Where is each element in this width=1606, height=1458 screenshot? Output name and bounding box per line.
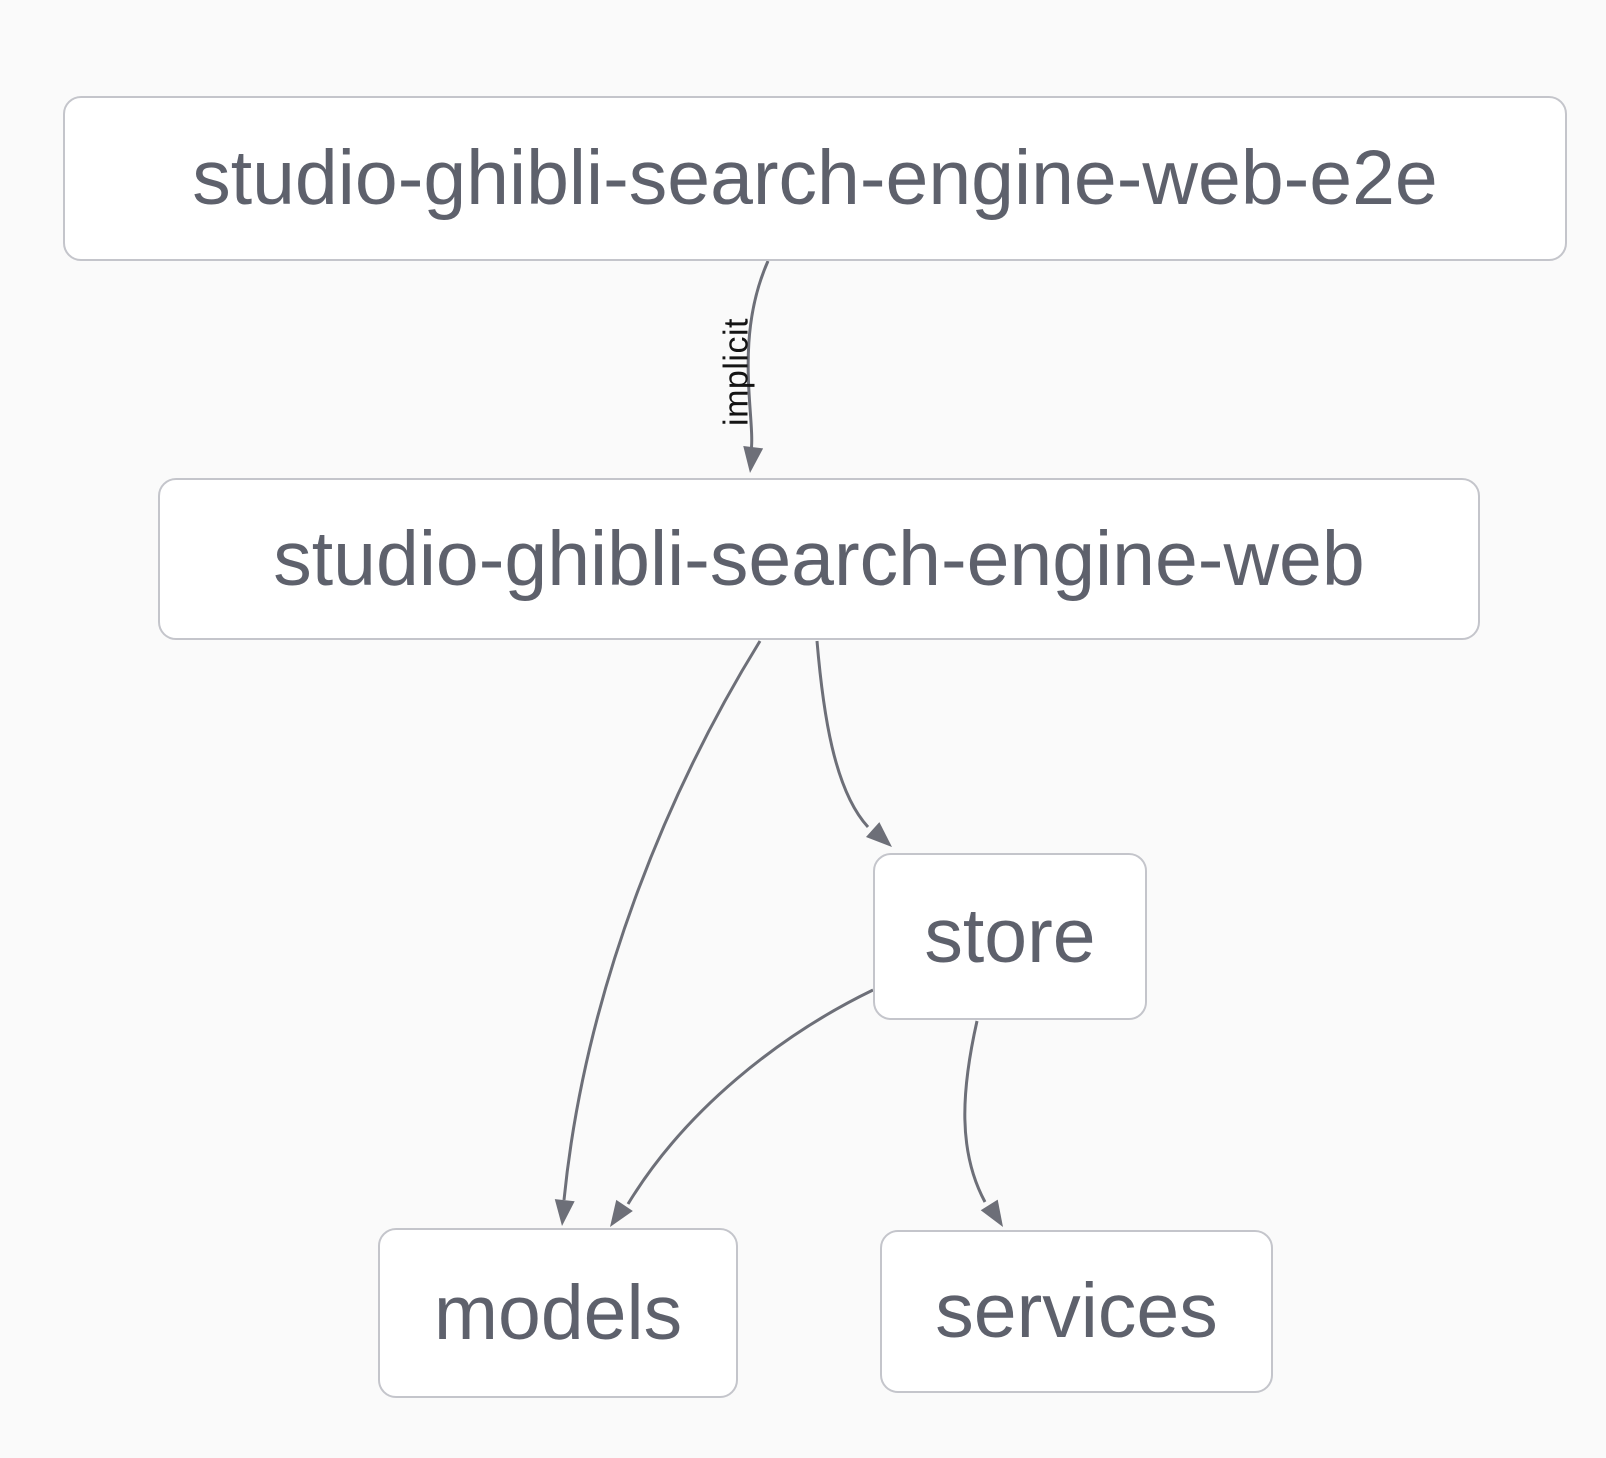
node-label: models — [433, 1269, 683, 1356]
arrowhead-e2e-to-web — [743, 445, 764, 473]
node-label: services — [935, 1268, 1218, 1354]
node-label: studio-ghibli-search-engine-web-e2e — [192, 135, 1438, 221]
node-label: studio-ghibli-search-engine-web — [273, 515, 1365, 602]
node-studio-ghibli-search-engine-web-e2e[interactable]: studio-ghibli-search-engine-web-e2e — [63, 96, 1567, 261]
node-studio-ghibli-search-engine-web[interactable]: studio-ghibli-search-engine-web — [158, 478, 1480, 640]
arrowhead-web-to-store — [865, 822, 892, 847]
edge-web-to-store — [815, 640, 870, 829]
edge-e2e-to-web — [746, 260, 770, 453]
node-store[interactable]: store — [873, 853, 1147, 1020]
node-models[interactable]: models — [378, 1228, 738, 1398]
edge-store-to-services — [963, 1020, 987, 1203]
edge-web-to-models — [562, 640, 762, 1201]
arrowhead-store-to-models — [610, 1199, 633, 1227]
arrowhead-store-to-services — [980, 1199, 1003, 1227]
node-label: store — [924, 893, 1096, 979]
node-services[interactable]: services — [880, 1230, 1273, 1393]
arrowhead-web-to-models — [554, 1199, 575, 1226]
edge-label-implicit: implicit — [717, 318, 756, 426]
edge-store-to-models — [626, 988, 874, 1205]
